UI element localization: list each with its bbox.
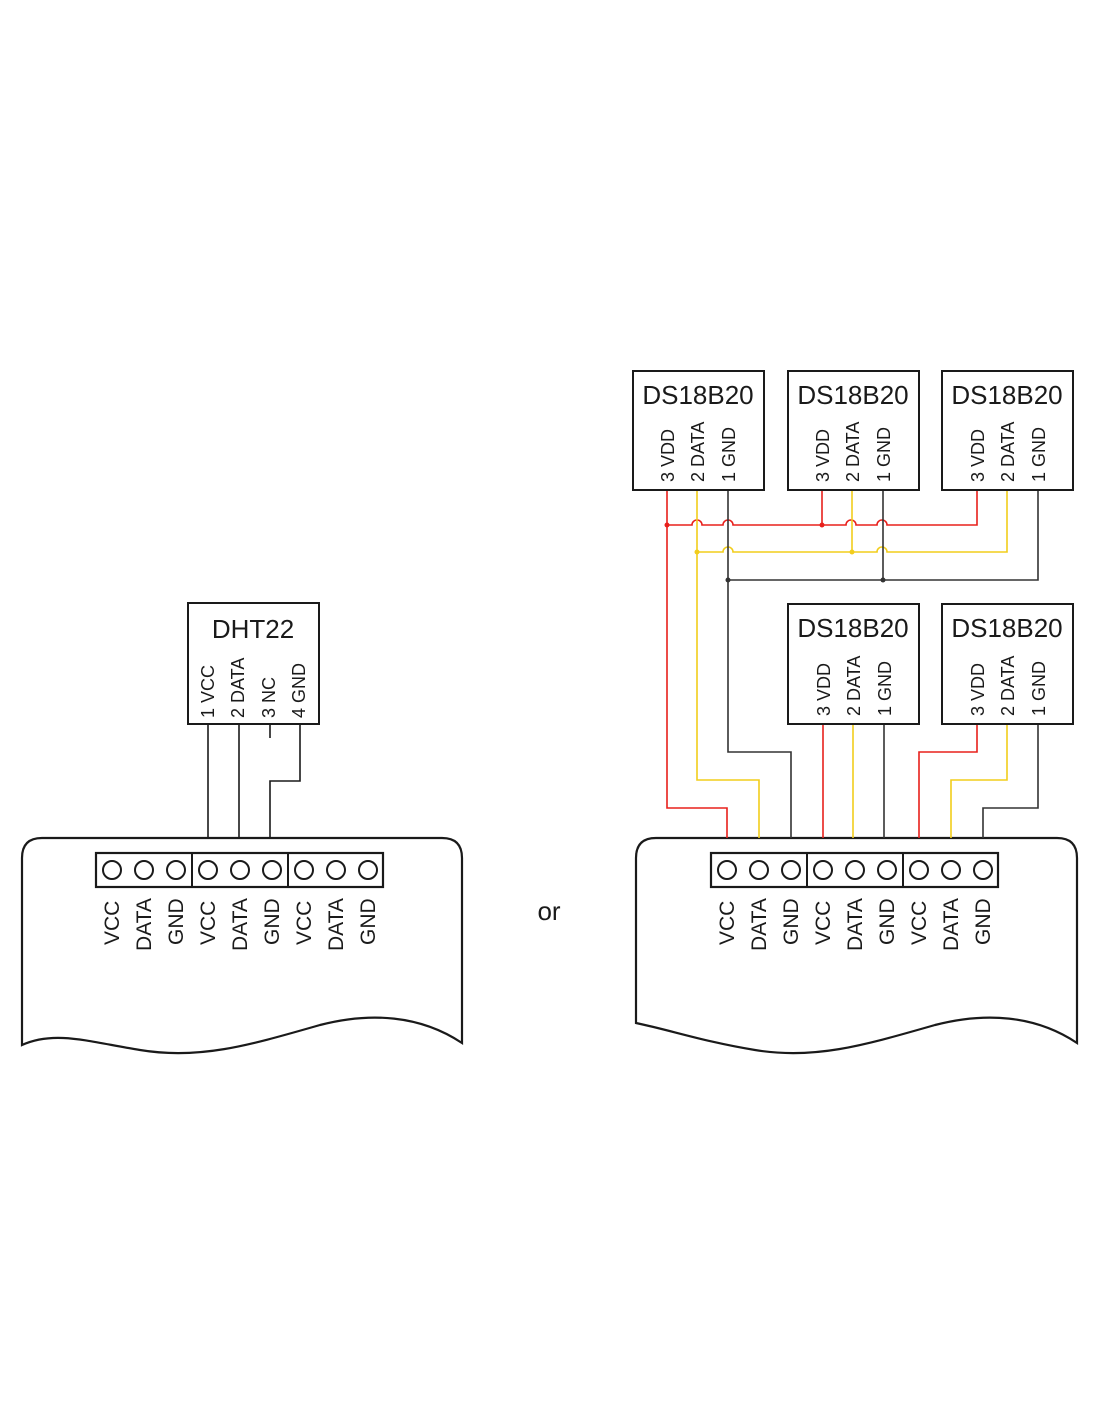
board-label: GND (357, 898, 380, 945)
ds18b20-sensor-3: DS18B20 3 VDD 2 DATA 1 GND (941, 370, 1074, 491)
pin-header-right (709, 851, 1000, 889)
header-pin (294, 860, 314, 880)
board-label: GND (780, 898, 803, 945)
ds18b20-sensor-4: DS18B20 3 VDD 2 DATA 1 GND (787, 603, 920, 725)
header-pin (813, 860, 833, 880)
sensor-pin-label: 3 VDD (813, 429, 833, 482)
header-pin (877, 860, 897, 880)
board-label: DATA (133, 898, 156, 951)
board-label: VCC (716, 901, 739, 945)
board-label: VCC (908, 901, 931, 945)
ds18b20-sensor-2: DS18B20 3 VDD 2 DATA 1 GND (787, 370, 920, 491)
sensor-title: DS18B20 (951, 613, 1062, 643)
board-labels-left: VCC DATA GND VCC DATA GND VCC DATA GND (101, 898, 380, 951)
sensor-title: DS18B20 (951, 380, 1062, 410)
header-pin (166, 860, 186, 880)
header-pin (198, 860, 218, 880)
header-pin (358, 860, 378, 880)
board-label: VCC (812, 901, 835, 945)
sensor-pin-label: 1 GND (875, 661, 895, 716)
board-label: VCC (101, 901, 124, 945)
sensor-pin-label: 3 NC (259, 677, 279, 718)
board-label: VCC (197, 901, 220, 945)
sensor-pin-label: 3 VDD (968, 663, 988, 716)
header-pin (326, 860, 346, 880)
header-pin (941, 860, 961, 880)
sensor-pin-label: 4 GND (289, 663, 309, 718)
header-pin (909, 860, 929, 880)
sensor-title: DS18B20 (642, 380, 753, 410)
controller-board-left (20, 836, 464, 1055)
left-diagram: VCC DATA GND VCC DATA GND VCC DATA GND D… (20, 602, 464, 1055)
ds18b20-wires (664, 490, 1039, 838)
board-label: DATA (748, 898, 771, 951)
header-pin (845, 860, 865, 880)
header-pin (749, 860, 769, 880)
sensor-title: DS18B20 (797, 380, 908, 410)
board-label: DATA (325, 898, 348, 951)
dht22-wires (207, 724, 301, 838)
ds18b20-sensor-5: DS18B20 3 VDD 2 DATA 1 GND (941, 603, 1074, 725)
header-pin (973, 860, 993, 880)
sensor-pin-label: 2 DATA (998, 422, 1018, 482)
board-label: DATA (844, 898, 867, 951)
board-labels-right: VCC DATA GND VCC DATA GND VCC DATA GND (716, 898, 995, 951)
dht22-sensor: DHT22 1 VCC 2 DATA 3 NC 4 GND (187, 602, 320, 725)
board-label: DATA (229, 898, 252, 951)
sensor-pin-label: 2 DATA (843, 422, 863, 482)
sensor-pin-label: 1 GND (874, 427, 894, 482)
sensor-pin-label: 1 GND (1029, 427, 1049, 482)
sensor-title: DS18B20 (797, 613, 908, 643)
header-pin (717, 860, 737, 880)
right-diagram: VCC DATA GND VCC DATA GND VCC DATA GND (632, 370, 1079, 1055)
board-label: VCC (293, 901, 316, 945)
sensor-title: DHT22 (212, 614, 294, 644)
header-pin (134, 860, 154, 880)
board-label: GND (972, 898, 995, 945)
pin-header-left (94, 851, 385, 889)
sensor-pin-label: 2 DATA (844, 656, 864, 716)
header-pin (102, 860, 122, 880)
sensor-pin-label: 1 VCC (198, 665, 218, 718)
separator-text: or (537, 896, 560, 926)
sensor-pin-label: 2 DATA (688, 422, 708, 482)
sensor-pin-label: 2 DATA (228, 658, 248, 718)
sensor-pin-label: 2 DATA (998, 656, 1018, 716)
ds18b20-sensor-1: DS18B20 3 VDD 2 DATA 1 GND (632, 370, 765, 491)
controller-board-right (634, 836, 1079, 1055)
board-label: GND (261, 898, 284, 945)
header-pin (230, 860, 250, 880)
sensor-pin-label: 3 VDD (968, 429, 988, 482)
board-label: DATA (940, 898, 963, 951)
board-label: GND (876, 898, 899, 945)
sensor-pin-label: 3 VDD (814, 663, 834, 716)
board-label: GND (165, 898, 188, 945)
header-pin (781, 860, 801, 880)
sensor-pin-label: 1 GND (719, 427, 739, 482)
sensor-pin-label: 3 VDD (658, 429, 678, 482)
header-pin (262, 860, 282, 880)
sensor-pin-label: 1 GND (1029, 661, 1049, 716)
